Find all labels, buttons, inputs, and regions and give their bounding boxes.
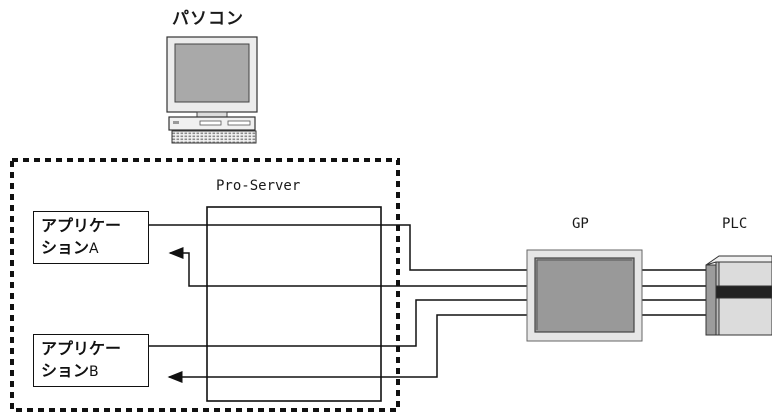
plc-device-icon: [705, 255, 772, 336]
return-arrow-b: [167, 314, 527, 383]
application-b-line1: アプリケー: [41, 339, 122, 358]
gp-device-icon: [526, 249, 643, 342]
return-arrow-a: [168, 247, 527, 287]
application-b-box: アプリケー ションB: [33, 334, 149, 387]
plc-label: PLC: [722, 216, 748, 232]
application-a-line1: アプリケー: [41, 216, 122, 235]
application-a-line2: ションA: [41, 238, 99, 257]
application-a-suffix: A: [89, 241, 99, 257]
computer-icon: [166, 36, 258, 144]
gp-label: GP: [572, 216, 589, 232]
pro-server-label: Pro-Server: [216, 178, 301, 194]
application-a-box: アプリケー ションA: [33, 211, 149, 264]
application-b-line2: ションB: [41, 361, 99, 380]
pro-server-box: [206, 206, 382, 402]
application-b-suffix: B: [89, 364, 99, 380]
pc-label: パソコン: [172, 9, 244, 29]
pc-boundary: [10, 158, 400, 412]
connection-lines: [149, 224, 708, 383]
